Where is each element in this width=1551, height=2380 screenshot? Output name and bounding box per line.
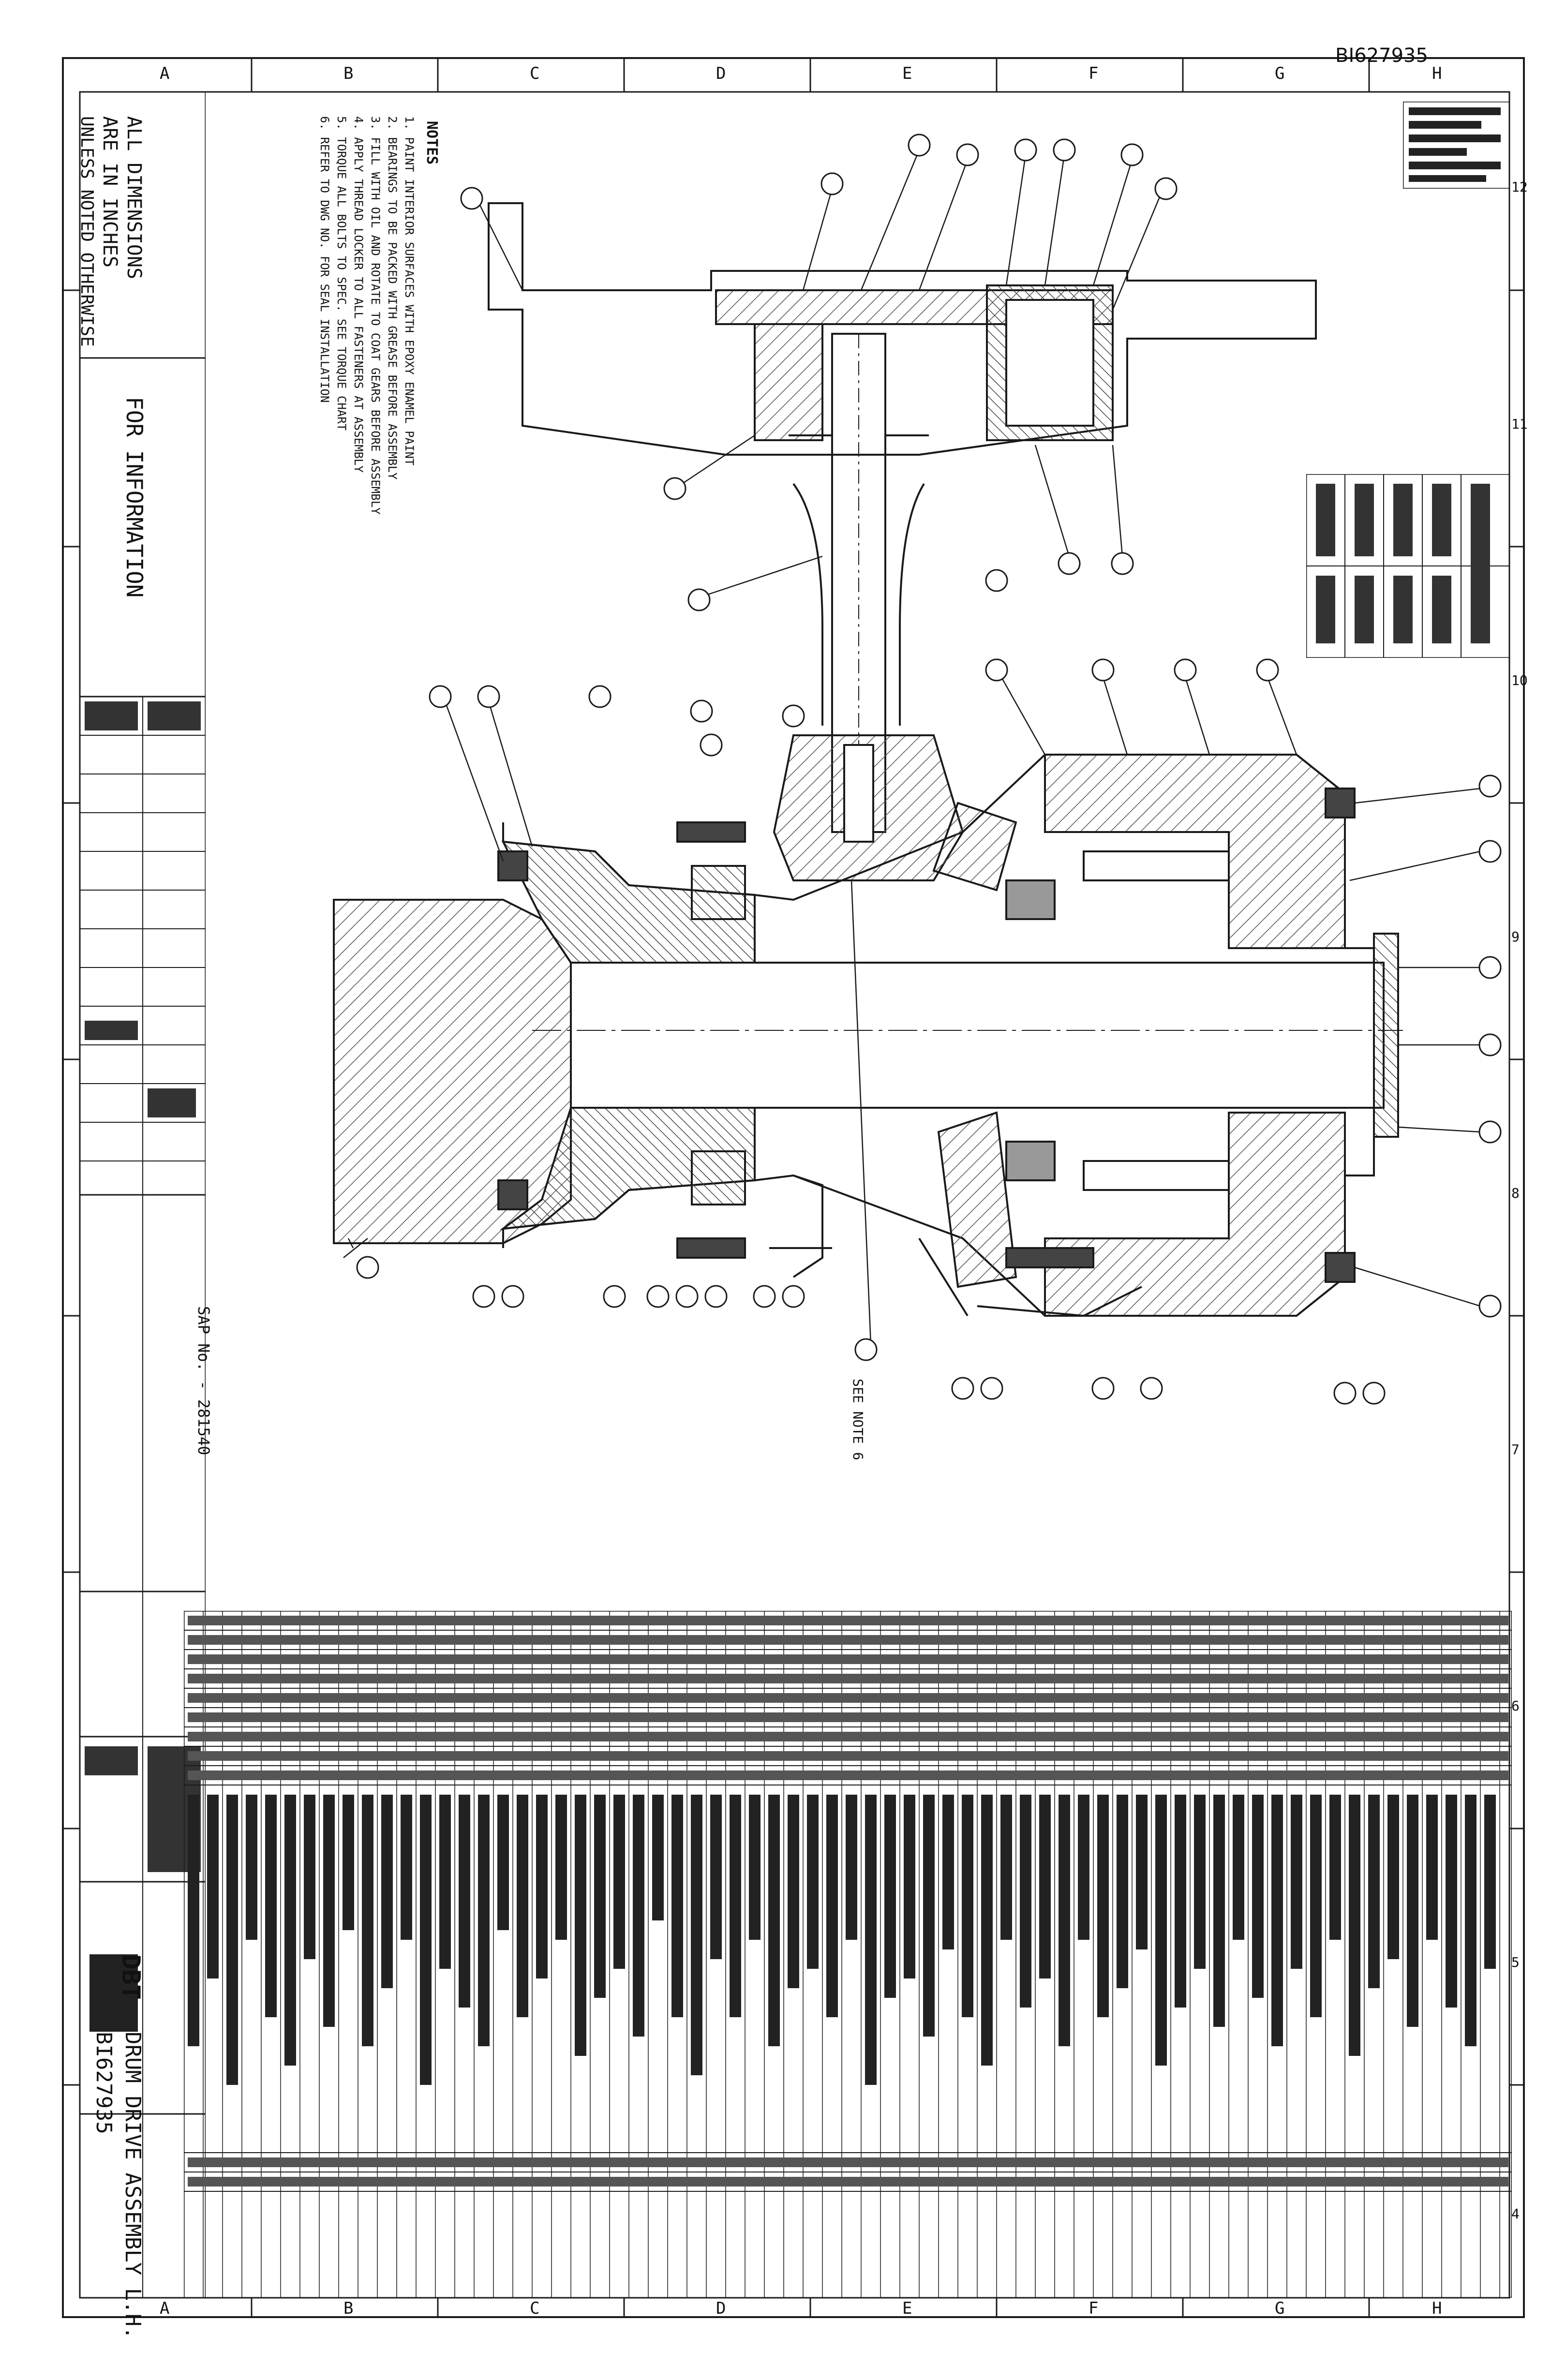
title-block-dwg-number: BI627935 (91, 2032, 116, 2134)
zone-letter-bottom-f: F (1089, 2299, 1099, 2318)
zone-number-right-10: 10 (1511, 672, 1528, 688)
zone-letter-bottom-g: G (1275, 2299, 1285, 2318)
zone-letter-top-d: D (716, 64, 726, 83)
zone-number-right-7: 7 (1511, 1442, 1520, 1458)
parts-list-table (184, 1611, 1512, 2298)
zone-letter-bottom-e: E (902, 2299, 912, 2318)
zone-number-right-12: 12 (1511, 179, 1528, 195)
zone-number-right-6: 6 (1511, 1698, 1520, 1714)
zone-number-right-8: 8 (1511, 1185, 1520, 1201)
zone-letter-top-c: C (530, 64, 540, 83)
drum-drive-cross-section (333, 149, 1481, 1345)
zone-letter-top-h: H (1432, 64, 1442, 83)
revision-stamp (1403, 102, 1509, 189)
zone-number-right-11: 11 (1511, 416, 1528, 432)
company-logo-text: DBT (116, 1954, 145, 2000)
drawing-number-top: BI627935 (1335, 45, 1428, 67)
zone-letter-top-f: F (1089, 64, 1099, 83)
zone-number-right-4: 4 (1511, 2206, 1520, 2222)
zone-letter-top-a: A (160, 64, 170, 83)
zone-letter-bottom-d: D (716, 2299, 726, 2318)
zone-number-right-9: 9 (1511, 929, 1520, 945)
zone-letter-top-e: E (902, 64, 912, 83)
zone-letter-bottom-b: B (343, 2299, 354, 2318)
bolt-torque-table (1306, 474, 1509, 658)
zone-letter-top-b: B (343, 64, 354, 83)
zone-letter-bottom-a: A (160, 2299, 170, 2318)
zone-letter-bottom-c: C (530, 2299, 540, 2318)
zone-letter-top-g: G (1275, 64, 1285, 83)
zone-letter-bottom-h: H (1432, 2299, 1442, 2318)
part-balloons (356, 134, 1502, 1405)
drawing-title: DRUM DRIVE ASSEMBLY L.H. (120, 2032, 145, 2339)
zone-number-right-5: 5 (1511, 1954, 1520, 1970)
